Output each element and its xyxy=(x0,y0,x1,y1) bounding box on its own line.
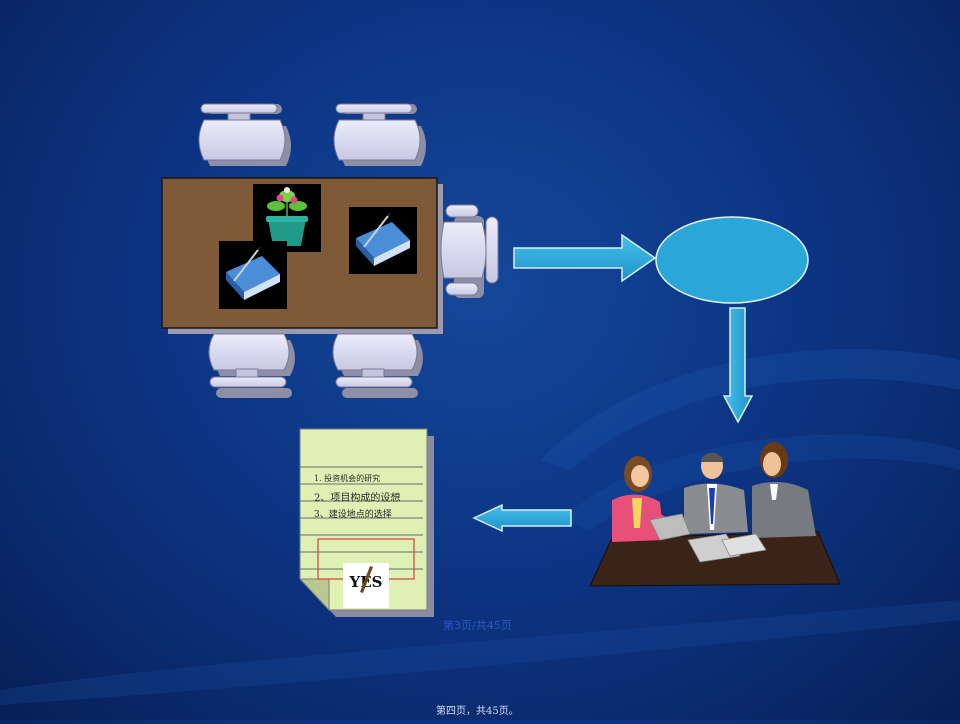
chair-top-right xyxy=(333,103,426,166)
document-paper: YES xyxy=(298,428,434,617)
arrow-left xyxy=(472,503,572,533)
conference-table-group xyxy=(161,103,499,398)
document-item-1: 1. 投资机会的研究 xyxy=(314,474,381,483)
arrow-down xyxy=(722,307,754,424)
yes-stamp-icon: YES xyxy=(343,563,389,608)
flower-pot-icon xyxy=(253,184,321,252)
chair-side-right xyxy=(440,204,499,298)
chair-top-left xyxy=(198,103,291,166)
arrow-right xyxy=(513,233,657,283)
page-indicator: 第3页/共45页 xyxy=(443,619,512,632)
page-footer: 第四页，共45页。 xyxy=(436,706,519,717)
chair-bottom-right xyxy=(332,333,423,398)
chair-bottom-left xyxy=(208,333,295,398)
meeting-people-illustration xyxy=(589,442,841,587)
document-item-2: 2、项目构成的设想 xyxy=(314,493,401,504)
book-icon-right xyxy=(349,207,417,274)
document-lines xyxy=(300,466,423,570)
process-ellipse xyxy=(655,216,809,304)
document-item-3: 3、建设地点的选择 xyxy=(314,510,392,520)
book-icon-left xyxy=(219,241,287,309)
